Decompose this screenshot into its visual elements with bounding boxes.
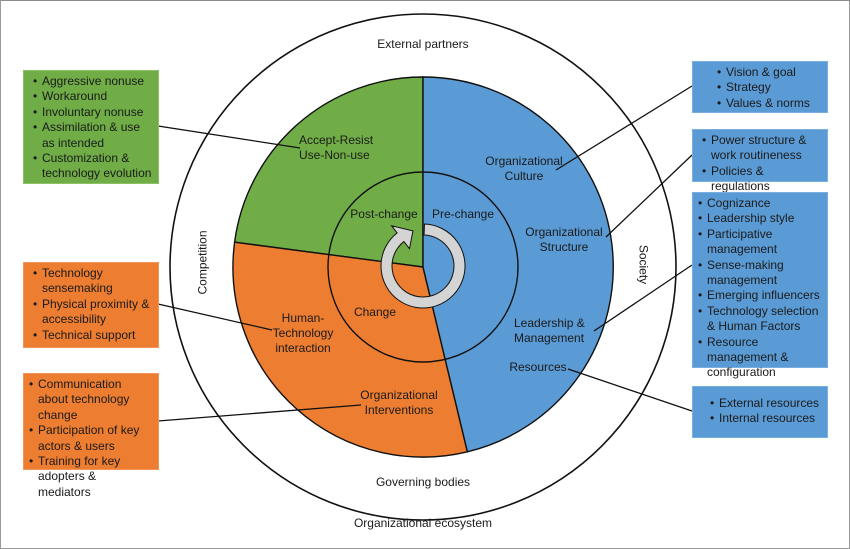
label-line: Culture [504, 169, 544, 183]
label-line: Interventions [364, 403, 434, 417]
bullet-item: Workaround [33, 89, 152, 105]
phase-ring [327, 171, 519, 363]
label-society: Society [636, 244, 651, 285]
bullet-item: Physical proximity & accessibility [33, 297, 152, 328]
label-change: Change [353, 305, 397, 319]
bullet-item: Participation of key actors & users [29, 423, 152, 454]
box-resources: External resourcesInternal resources [692, 386, 828, 438]
label-leadership: Leadership & Management [514, 316, 590, 346]
label-line: Technology [272, 326, 334, 340]
leader-lines [157, 85, 693, 422]
label-competition: Competition [195, 230, 210, 295]
label-line: Management [514, 331, 585, 345]
leader-line-adoption [157, 125, 301, 149]
label-line: interaction [275, 341, 331, 355]
label-organizational-ecosystem: Organizational ecosystem [353, 516, 493, 530]
bullet-item: Training for key adopters & mediators [29, 454, 152, 500]
box-leadership: CognizanceLeadership styleParticipative … [692, 192, 828, 379]
label-line: Leadership & [514, 316, 585, 330]
bullet-item: Communication about technology change [29, 377, 152, 423]
bullet-item: Power structure & work routineness [702, 133, 821, 164]
label-org-culture: Organizational Culture [484, 154, 564, 184]
bullet-item: Participative management [698, 227, 821, 258]
bullet-list: Power structure & work routinenessPolici… [702, 133, 821, 195]
bullet-item: Technology selection & Human Factors [698, 304, 821, 335]
label-resources: Resources [509, 360, 567, 374]
leader-line-interventions [157, 404, 362, 422]
label-line: Organizational [360, 388, 438, 402]
box-adoption-outcomes: Aggressive nonuseWorkaroundInvoluntary n… [23, 70, 159, 184]
box-culture: Vision & goalStrategyValues & norms [692, 61, 828, 113]
label-org-interventions: Organizational Interventions [358, 388, 440, 418]
label-org-structure: Organizational Structure [523, 225, 605, 255]
box-structure: Power structure & work routinenessPolici… [692, 129, 828, 193]
bullet-item: Involuntary nonuse [33, 105, 152, 121]
bullet-list: Technology sensemakingPhysical proximity… [33, 266, 152, 343]
label-external-partners: External partners [377, 37, 469, 51]
leader-line-resources [567, 368, 693, 412]
label-pre-change: Pre-change [431, 207, 495, 221]
leader-line-structure [605, 154, 693, 238]
label-line: Organizational [485, 154, 563, 168]
bullet-item: Resource management & configuration [698, 335, 821, 381]
label-line: Structure [539, 240, 589, 254]
bullet-list: Communication about technology changePar… [29, 377, 152, 500]
bullet-list: CognizanceLeadership styleParticipative … [698, 196, 821, 381]
box-human-tech: Technology sensemakingPhysical proximity… [23, 262, 159, 348]
bullet-item: External resources [710, 396, 821, 412]
bullet-item: Cognizance [698, 196, 821, 212]
label-line: Use-Non-use [299, 148, 370, 162]
bullet-item: Leadership style [698, 211, 821, 227]
label-post-change: Post-change [350, 207, 418, 221]
label-line: Human- [281, 311, 325, 325]
sector-adoption [233, 76, 424, 268]
label-human-tech: Human- Technology interaction [268, 311, 338, 356]
bullet-item: Emerging influencers [698, 288, 821, 304]
bullet-item: Sense-making management [698, 258, 821, 289]
bullet-list: Aggressive nonuseWorkaroundInvoluntary n… [33, 74, 152, 182]
bullet-list: Vision & goalStrategyValues & norms [717, 65, 821, 112]
label-line: Accept-Resist [299, 133, 374, 147]
bullet-item: Technology sensemaking [33, 266, 152, 297]
bullet-item: Technical support [33, 328, 152, 344]
label-accept-resist: Accept-Resist Use-Non-use [299, 133, 384, 163]
box-interventions: Communication about technology changePar… [23, 373, 159, 499]
leader-line-culture [555, 85, 693, 171]
bullet-list: External resourcesInternal resources [710, 396, 821, 427]
bullet-item: Aggressive nonuse [33, 74, 152, 90]
leader-line-human-tech [157, 303, 273, 331]
bullet-item: Assimilation & use as intended [33, 120, 152, 151]
label-line: Organizational [525, 225, 603, 239]
bullet-item: Customization & technology evolution [33, 151, 152, 182]
bullet-item: Internal resources [710, 411, 821, 427]
bullet-item: Strategy [717, 80, 821, 96]
label-governing-bodies: Governing bodies [375, 475, 471, 489]
bullet-item: Policies & regulations [702, 164, 821, 195]
leader-line-leadership [593, 264, 693, 332]
cycle-arrow-icon [380, 223, 466, 309]
bullet-item: Values & norms [717, 96, 821, 112]
bullet-item: Vision & goal [717, 65, 821, 81]
